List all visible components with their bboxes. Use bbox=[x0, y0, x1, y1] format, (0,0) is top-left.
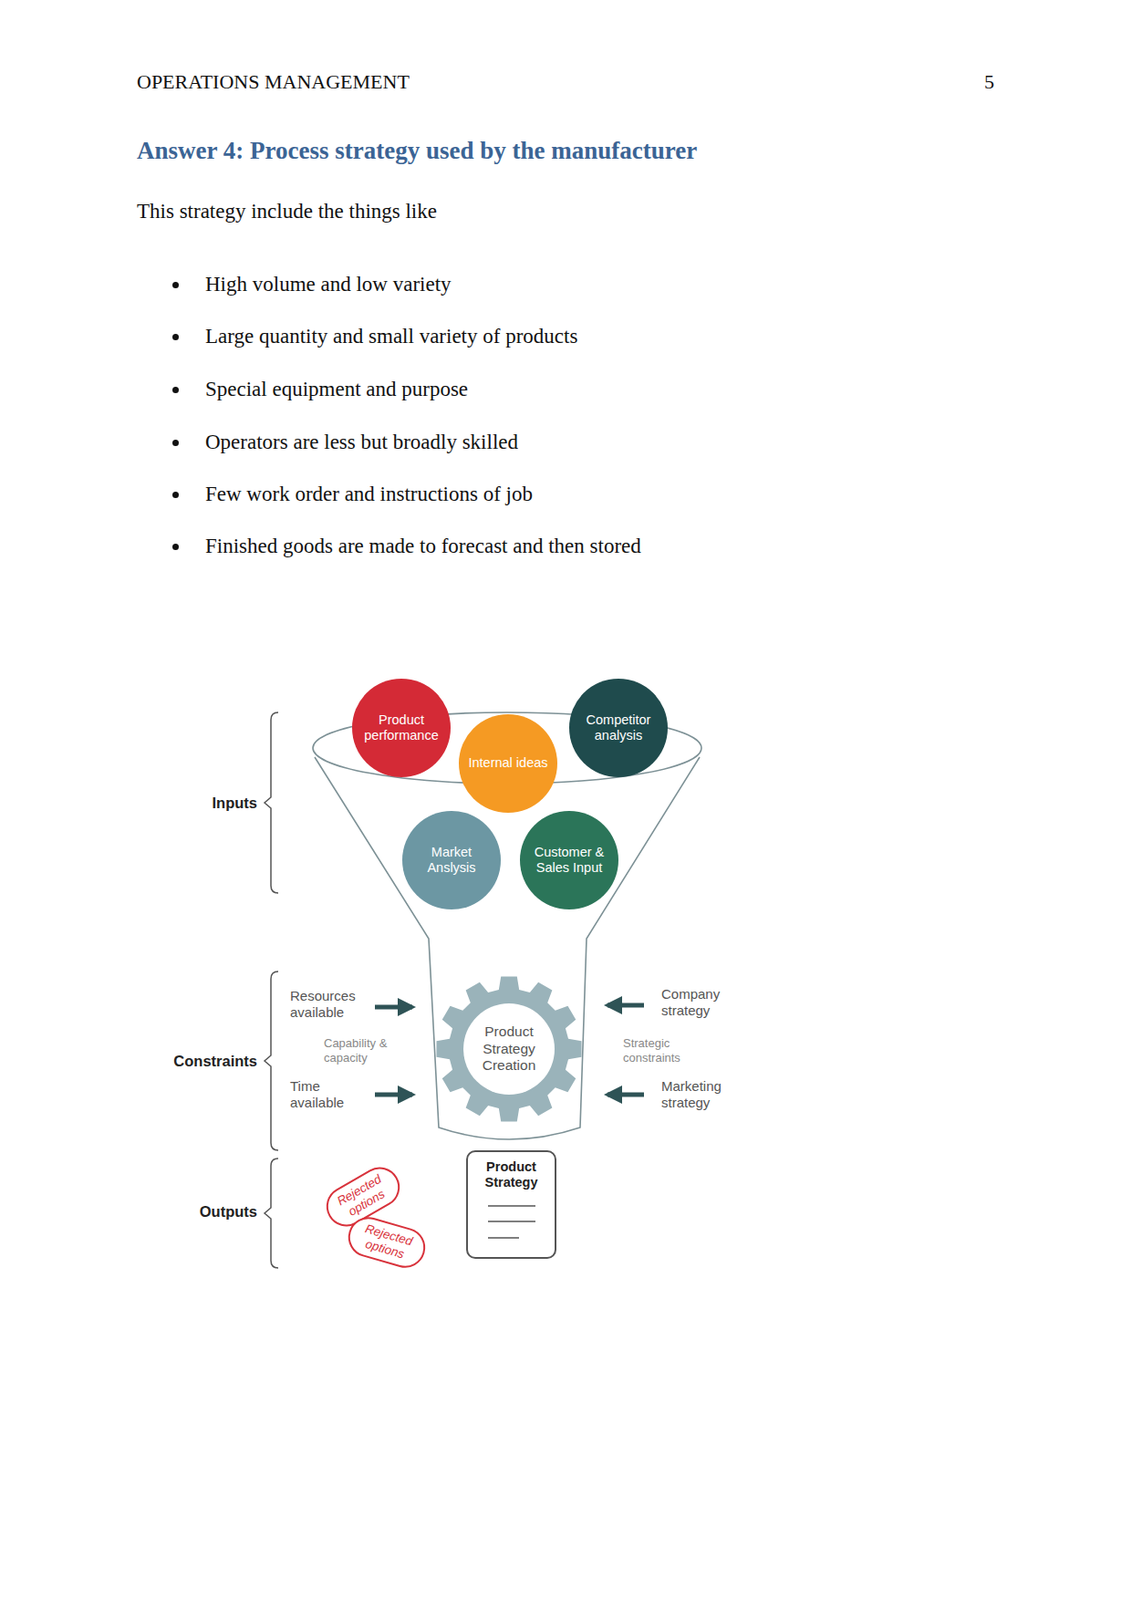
constraint-arrow bbox=[374, 1005, 413, 1010]
bracket bbox=[264, 971, 279, 1151]
circle-label: Customer & Sales Input bbox=[527, 844, 612, 877]
bullet-item: Few work order and instructions of job bbox=[205, 481, 533, 509]
text-line bbox=[488, 1204, 536, 1207]
page-header: OPERATIONS MANAGEMENT bbox=[136, 69, 410, 95]
document-box: Product Strategy bbox=[466, 1150, 557, 1259]
bullet-item: Finished goods are made to forecast and … bbox=[205, 533, 642, 561]
gear bbox=[436, 976, 582, 1122]
constraint-label: Time available bbox=[290, 1078, 371, 1112]
bullet-item: High volume and low variety bbox=[205, 271, 452, 299]
rejected-stamp: Rejected options bbox=[343, 1212, 431, 1273]
constraint-arrow bbox=[374, 1092, 413, 1098]
bullet-item: Large quantity and small variety of prod… bbox=[205, 323, 578, 351]
constraint-label: Resources available bbox=[290, 987, 371, 1021]
constraint-arrow bbox=[607, 1003, 644, 1008]
section-heading: Answer 4: Process strategy used by the m… bbox=[136, 136, 697, 166]
bullet-dot bbox=[172, 386, 179, 394]
group-label: Outputs bbox=[164, 1203, 258, 1222]
group-label: Inputs bbox=[173, 794, 258, 813]
bullet-item: Operators are less but broadly skilled bbox=[205, 429, 519, 457]
gear-hub bbox=[463, 1003, 555, 1095]
constraint-label: Marketing strategy bbox=[661, 1078, 744, 1112]
constraint-arrow bbox=[607, 1092, 644, 1098]
gear-node: Product Strategy Creation bbox=[465, 1005, 553, 1093]
text-line bbox=[488, 1220, 536, 1223]
constraint-label: Company strategy bbox=[661, 986, 744, 1019]
paragraph: This strategy include the things like bbox=[136, 198, 437, 226]
input-circle: Competitor analysis bbox=[569, 678, 668, 778]
circle-label: Product performance bbox=[359, 712, 444, 745]
circle-label: Market Anslysis bbox=[409, 844, 494, 877]
bullet-dot bbox=[172, 333, 179, 341]
constraint-note: Strategic constraints bbox=[623, 1036, 696, 1065]
bullet-item: Special equipment and purpose bbox=[205, 376, 468, 404]
document-title: Product Strategy bbox=[472, 1159, 551, 1192]
bullet-dot bbox=[172, 491, 179, 499]
constraint-note: Capability & capacity bbox=[323, 1036, 397, 1065]
bracket bbox=[264, 1158, 279, 1268]
bracket bbox=[264, 712, 279, 894]
bullet-dot bbox=[172, 439, 179, 447]
circle-label: Competitor analysis bbox=[576, 712, 661, 745]
group-label: Constraints bbox=[127, 1052, 258, 1071]
stamp-label: Rejected options bbox=[352, 1219, 422, 1266]
input-circle: Product performance bbox=[352, 678, 451, 778]
gear-group bbox=[436, 976, 582, 1122]
circle-label: Internal ideas bbox=[467, 755, 548, 771]
text-line bbox=[488, 1236, 520, 1239]
input-circle: Market Anslysis bbox=[402, 810, 501, 910]
bullet-dot bbox=[172, 543, 179, 551]
bullet-dot bbox=[172, 281, 179, 289]
input-circle: Customer & Sales Input bbox=[519, 810, 619, 910]
gear-label: Product Strategy Creation bbox=[467, 1023, 551, 1075]
funnel-body bbox=[314, 757, 700, 1140]
input-circle: Internal ideas bbox=[458, 714, 558, 813]
page-number: 5 bbox=[903, 69, 995, 95]
